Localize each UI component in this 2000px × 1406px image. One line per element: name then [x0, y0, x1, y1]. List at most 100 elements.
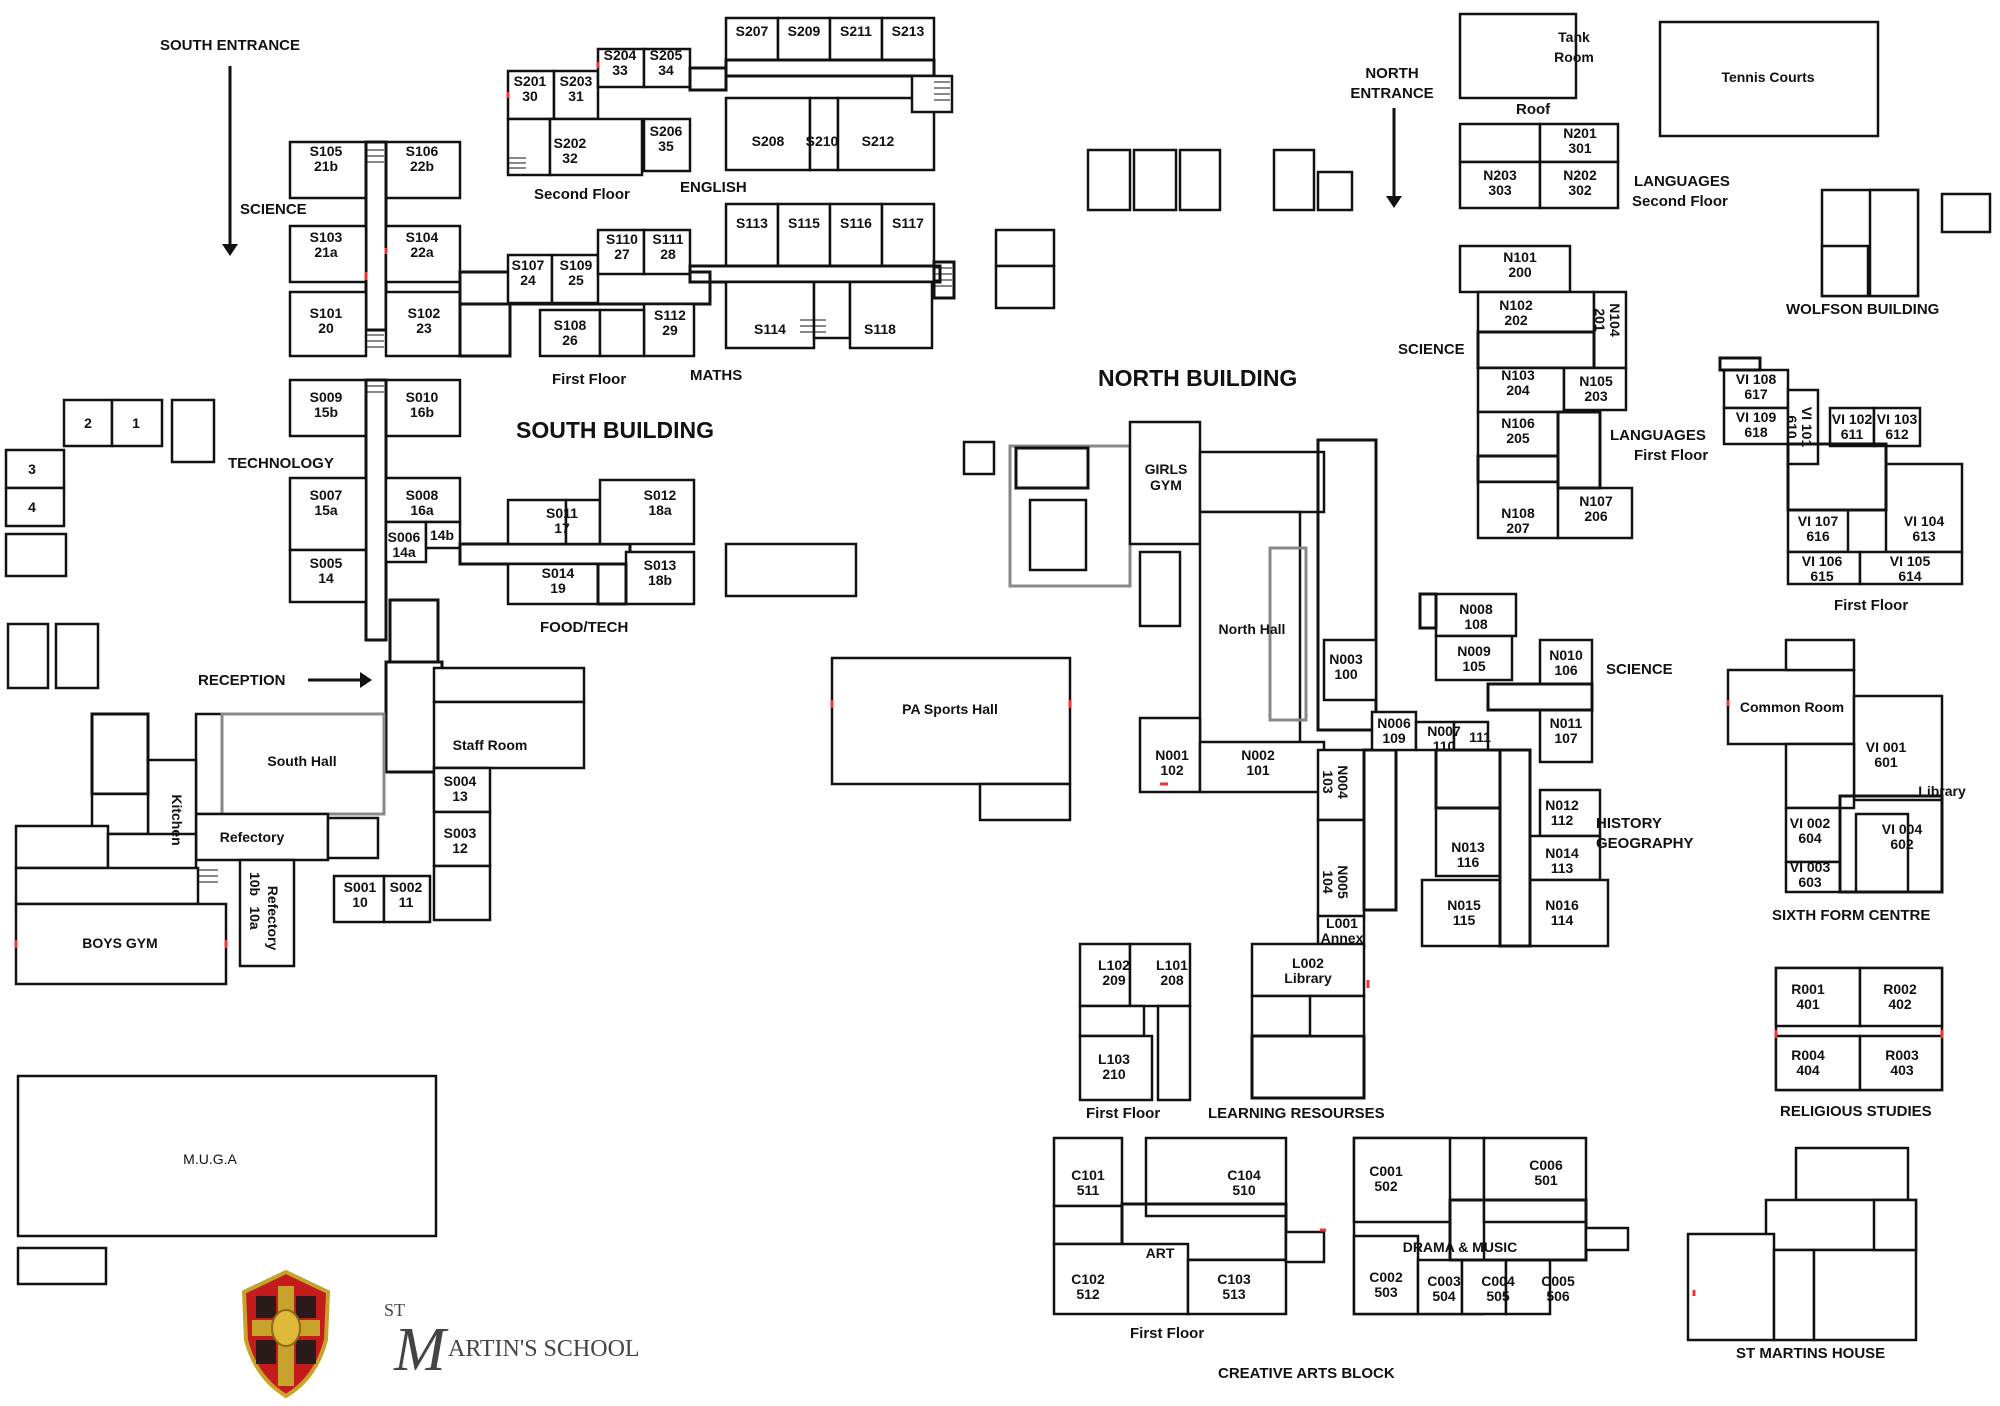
- room-code: S209: [788, 23, 821, 39]
- room-number: 110: [1433, 738, 1456, 754]
- room-code: N012: [1545, 797, 1579, 813]
- creative-arts-block: [1052, 1136, 1630, 1316]
- wolfson-building: [1820, 188, 1920, 298]
- room-number: 604: [1798, 830, 1822, 846]
- room-number: 603: [1798, 874, 1822, 890]
- room-number: 35: [658, 138, 674, 154]
- north-hall-label: North Hall: [1219, 621, 1286, 637]
- vi-first-floor-label: First Floor: [1834, 597, 1908, 614]
- learning-resources-block: [1078, 942, 1366, 1102]
- room-code: S006: [388, 529, 421, 545]
- room-code: S008: [406, 487, 439, 503]
- room-code: S013: [644, 557, 677, 573]
- room-s208: S208: [752, 133, 785, 149]
- art-label: ART: [1146, 1245, 1175, 1261]
- hut-4-label: 4: [28, 499, 36, 515]
- languages-block: [1458, 122, 1634, 540]
- room-number: 15a: [314, 502, 338, 518]
- outbuildings: [4, 148, 1992, 1286]
- room-code: 111: [1469, 729, 1491, 745]
- st-martins-house-label: ST MARTINS HOUSE: [1736, 1345, 1885, 1362]
- room-number: 17: [554, 520, 570, 536]
- library-label: Library: [1918, 783, 1966, 799]
- room-code: N108: [1501, 505, 1535, 521]
- room-code: N005: [1335, 865, 1351, 899]
- south-hall-label: South Hall: [267, 753, 336, 769]
- room-code: S210: [806, 133, 839, 149]
- north-entrance-label-1: NORTH: [1365, 65, 1418, 82]
- room-number: 25: [568, 272, 584, 288]
- room-s213: S213: [892, 23, 925, 39]
- north-building-title: NORTH BUILDING: [1098, 365, 1297, 391]
- room-code: S012: [644, 487, 677, 503]
- room-number: 18a: [648, 502, 672, 518]
- room-code: N004: [1335, 765, 1351, 799]
- l-first-floor-label: First Floor: [1086, 1105, 1160, 1122]
- pa-sports-hall-label: PA Sports Hall: [902, 701, 998, 717]
- maths-label: MATHS: [690, 367, 742, 384]
- food-tech-label: FOOD/TECH: [540, 619, 628, 636]
- room-number: 21b: [314, 158, 338, 174]
- room-number: 202: [1504, 312, 1528, 328]
- first-floor-south-label: First Floor: [552, 371, 626, 388]
- room-number: 115: [1453, 912, 1476, 928]
- room-code: N003: [1329, 651, 1363, 667]
- room-number: 112: [1551, 812, 1574, 828]
- room-code: S118: [864, 321, 896, 337]
- room-number: 14: [318, 570, 334, 586]
- room-111: 111: [1469, 729, 1491, 745]
- room-number: 613: [1912, 528, 1936, 544]
- room-code: S011: [546, 505, 578, 521]
- refectory-10a-label: 10a: [247, 906, 263, 930]
- room-code: S205: [650, 47, 683, 63]
- room-number: 301: [1568, 140, 1592, 156]
- girls-gym-label-1: GIRLS: [1145, 461, 1188, 477]
- room-number: 512: [1076, 1286, 1100, 1302]
- room-code: N002: [1241, 747, 1275, 763]
- room-number: 611: [1841, 426, 1864, 442]
- room-number: 511: [1077, 1182, 1100, 1198]
- room-number: 404: [1796, 1062, 1820, 1078]
- room-code: C006: [1529, 1157, 1563, 1173]
- room-number: 201: [1592, 308, 1608, 332]
- room-code: VI 102: [1832, 411, 1873, 427]
- room-code: S005: [310, 555, 343, 571]
- room-code: N008: [1459, 601, 1493, 617]
- room-code: S115: [788, 215, 820, 231]
- room-number: 12: [452, 840, 468, 856]
- second-floor-south-label: Second Floor: [534, 186, 630, 203]
